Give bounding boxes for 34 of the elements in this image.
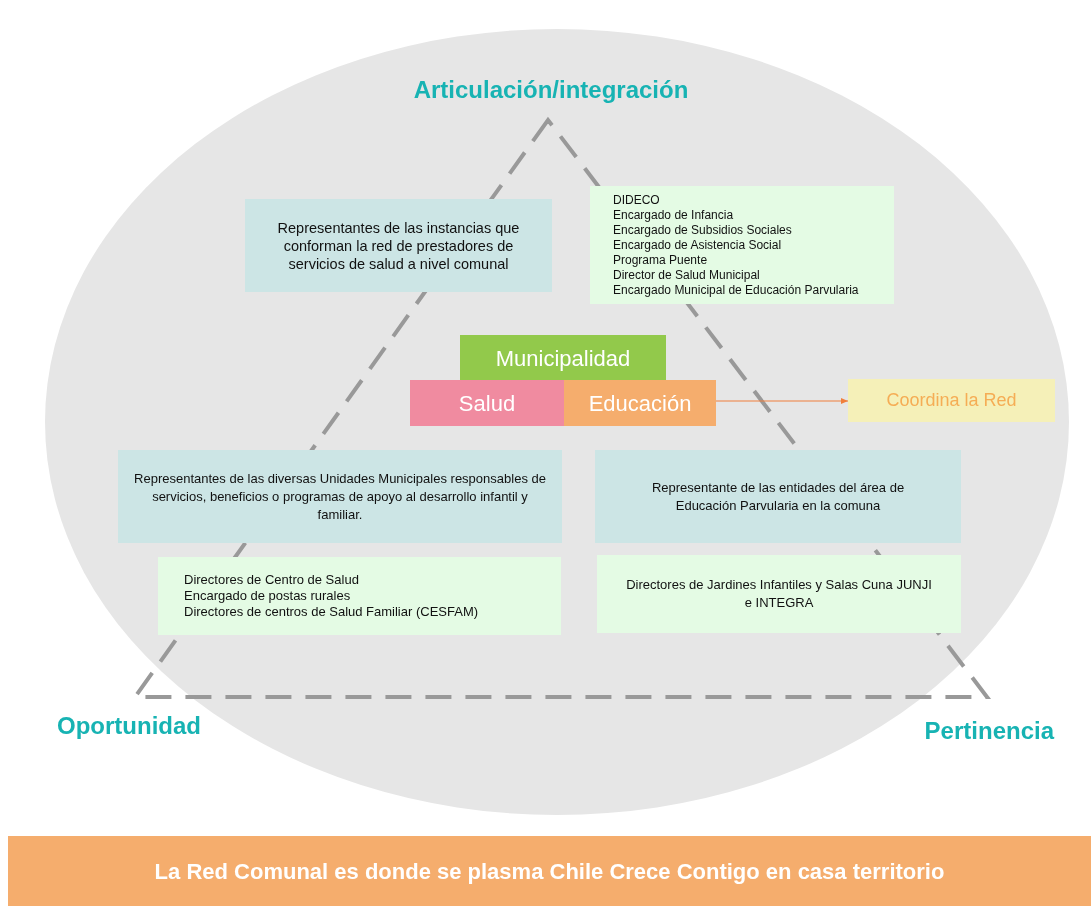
list-box xyxy=(158,557,561,635)
box-text: Directores de Centro de Salud xyxy=(183,572,359,588)
box-text: Directores de Jardines Infantiles y Salas Cuna JUNJI e INTEGRA xyxy=(625,576,933,612)
box-text: Representantes de las instancias que conforman la red de prestadores de servicios de salud a nivel comunal xyxy=(276,218,521,273)
box-text: Educación xyxy=(588,389,692,418)
box-text: Director de Salud Municipal xyxy=(612,267,760,283)
box-text: Encargado Municipal de Educación Parvularia xyxy=(612,282,859,298)
info-box xyxy=(595,450,961,543)
box-text: DIDECO xyxy=(612,192,660,208)
box-text: Representante de las entidades del área de Educación Parvularia en la comuna xyxy=(650,478,906,515)
education-box xyxy=(564,380,716,426)
corner-label: Oportunidad xyxy=(57,711,201,741)
box-text: Encargado de Subsidios Sociales xyxy=(612,222,792,238)
box-text: Programa Puente xyxy=(612,252,708,268)
box-text: Encargado de Infancia xyxy=(612,207,734,223)
info-box xyxy=(118,450,562,543)
box-text: Encargado de postas rurales xyxy=(183,588,351,604)
box-text: Encargado de Asistencia Social xyxy=(612,237,782,253)
list-box xyxy=(590,186,894,304)
box-text: Salud xyxy=(458,389,516,418)
box-text: Coordina la Red xyxy=(886,389,1017,412)
info-box xyxy=(245,199,552,292)
corner-label: Pertinencia xyxy=(924,716,1054,746)
health-box xyxy=(410,380,564,426)
box-text: La Red Comunal es donde se plasma Chile Crece Contigo en casa territorio xyxy=(154,857,945,886)
box-text: Municipalidad xyxy=(495,344,631,373)
municipality-box xyxy=(460,335,666,381)
corner-label: Articulación/integración xyxy=(413,75,689,105)
box-text: Directores de centros de Salud Familiar (CESFAM) xyxy=(183,604,479,620)
arrow xyxy=(715,398,849,404)
box-text: Representantes de las diversas Unidades Municipales responsables de servicios, beneficios o programas de apoyo al desarrollo infantil y familiar. xyxy=(133,469,547,524)
coordination-box xyxy=(848,379,1055,422)
info-box xyxy=(597,555,961,633)
banner xyxy=(8,836,1091,906)
